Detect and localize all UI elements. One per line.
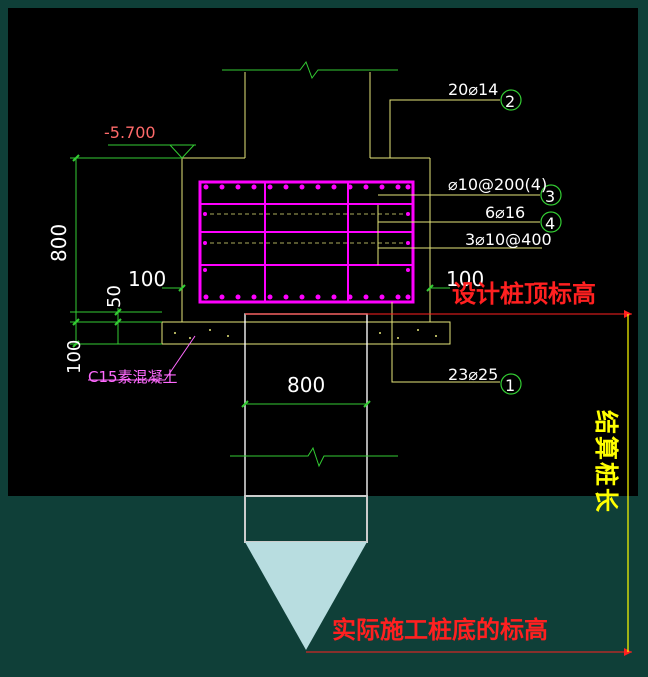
- rebar-tag-2: 2: [505, 92, 515, 111]
- rebar-dots: [203, 184, 411, 300]
- elevation-label: -5.700: [104, 123, 156, 142]
- dim-100-left: 100: [128, 267, 166, 291]
- rebar-tag-1: 1: [505, 376, 515, 395]
- pile-tip: [245, 542, 367, 650]
- rebar-label-20d14: 20⌀14: [448, 80, 498, 99]
- dim-800-vertical: 800: [47, 224, 71, 262]
- left-dimensions: [70, 154, 182, 348]
- bedding-layer: [161, 321, 451, 345]
- rebar-tag-circles: [500, 89, 562, 395]
- pile-width-label: 800: [287, 373, 325, 397]
- rebar-label-d10-200: ⌀10@200(4): [448, 175, 547, 194]
- dim-50-vertical: 50: [104, 285, 125, 308]
- rebar-tag-4: 4: [545, 214, 555, 233]
- rebar-label-3d10-400: 3⌀10@400: [465, 230, 552, 249]
- dim-100-vertical: 100: [64, 340, 85, 374]
- side-dimensions: [162, 284, 450, 292]
- rebar-label-23d25: 23⌀25: [448, 365, 498, 384]
- dim-100-right: 100: [446, 267, 484, 291]
- cage-dashed: [210, 213, 405, 244]
- actual-pile-bottom-label: 实际施工桩底的标高: [332, 616, 548, 644]
- rebar-tag-3: 3: [545, 187, 555, 206]
- bedding-hatch: [174, 329, 437, 339]
- settlement-length-label: 结算桩长: [592, 410, 620, 514]
- design-pile-top-label: 设计桩顶标高: [452, 280, 596, 308]
- break-line-bottom: [230, 446, 398, 468]
- cad-background: [8, 8, 638, 496]
- concrete-label: C15素混凝土: [88, 368, 178, 386]
- annotation-lines: [245, 313, 632, 653]
- pile-width-dim: [241, 400, 371, 408]
- column-outline: [181, 72, 431, 322]
- concrete-leader: [88, 335, 196, 381]
- rebar-leaders: [377, 99, 542, 383]
- rebar-label-6d16: 6⌀16: [485, 203, 525, 222]
- break-line-top: [222, 60, 398, 80]
